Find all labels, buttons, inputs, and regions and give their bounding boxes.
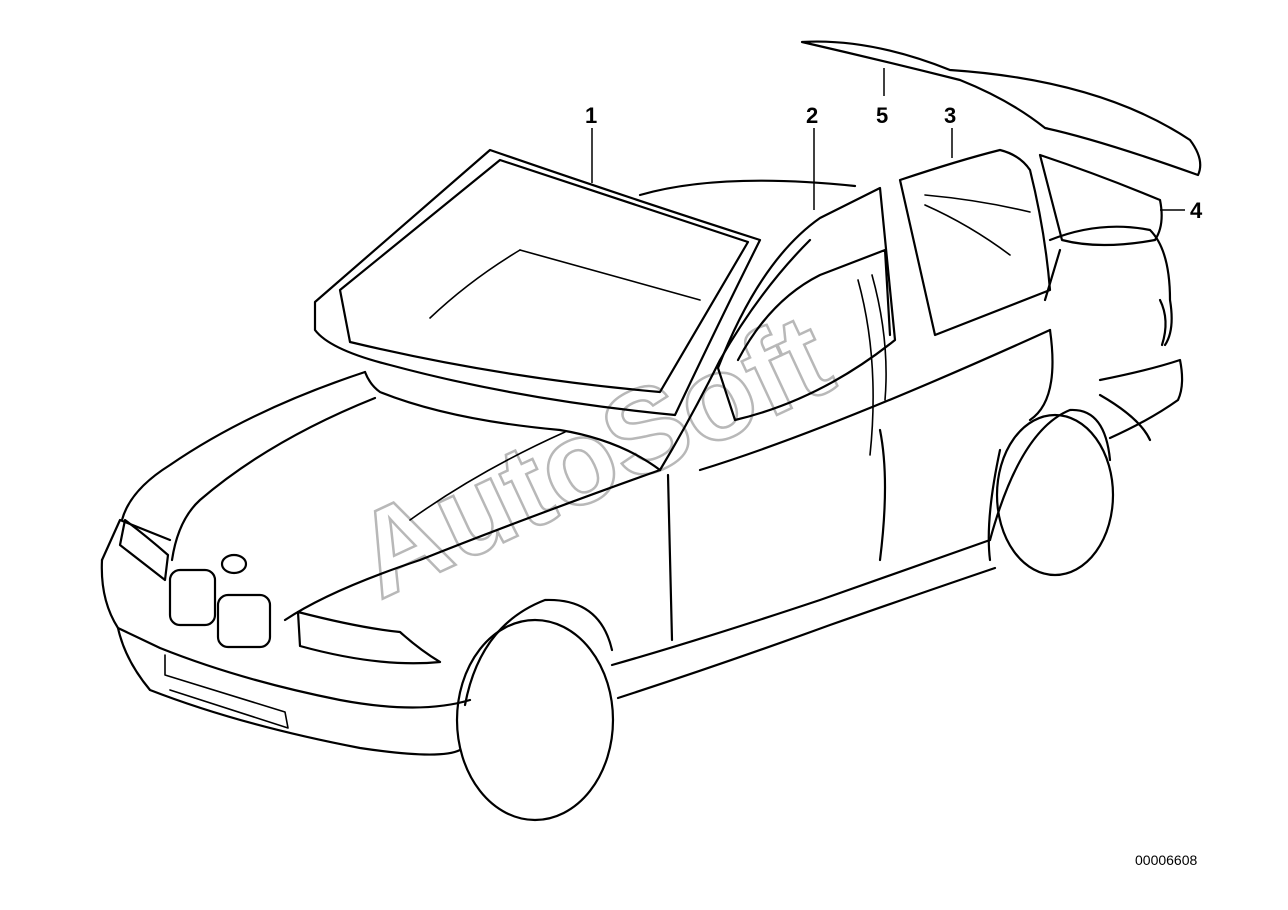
car-body bbox=[100, 179, 1184, 822]
callout-4: 4 bbox=[1190, 198, 1203, 223]
rear-door-glass-part-3 bbox=[898, 148, 1052, 337]
callout-1: 1 bbox=[585, 103, 597, 128]
front-door-glass-part-2 bbox=[716, 186, 897, 456]
callout-2: 2 bbox=[806, 103, 818, 128]
callout-5: 5 bbox=[876, 103, 888, 128]
windshield-part-1 bbox=[313, 148, 762, 417]
leader-lines bbox=[591, 68, 1185, 211]
watermark: AutoSoft bbox=[334, 288, 850, 623]
rear-window-part-5 bbox=[800, 40, 1202, 177]
document-number: 00006608 bbox=[1135, 852, 1198, 868]
quarter-glass-part-4 bbox=[1038, 153, 1163, 247]
callout-3: 3 bbox=[944, 103, 956, 128]
